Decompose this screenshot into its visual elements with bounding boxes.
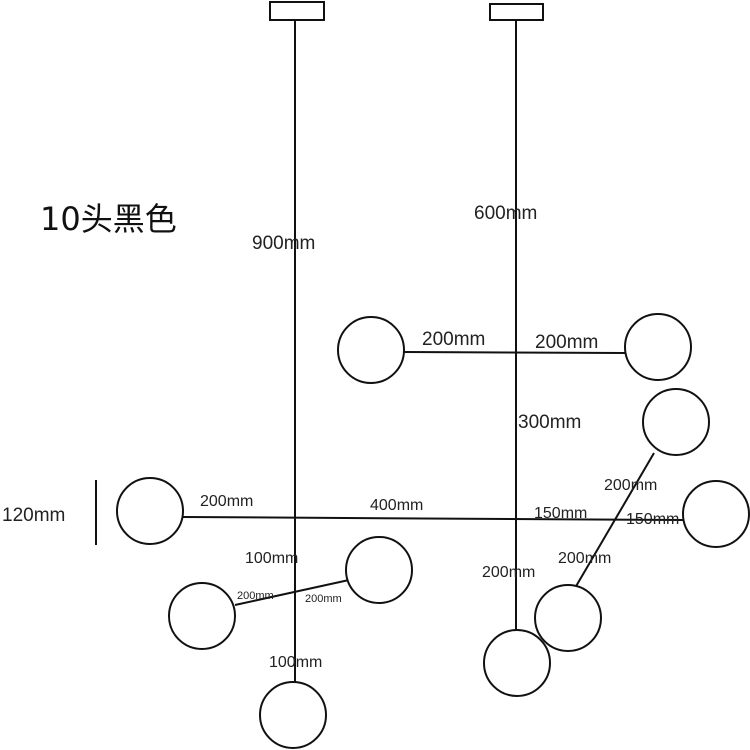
label-arm-upper-left: 200mm [422,329,485,350]
label-far-right: 150mm [626,511,679,528]
arm-main [182,516,684,521]
label-main-right: 150mm [534,505,587,522]
globe-far-right [682,480,750,548]
label-main-left: 200mm [200,493,253,510]
globe-upper-left [337,316,405,384]
globe-diagonal-bottom [534,584,602,652]
arm-diagonal [574,452,655,589]
label-arm-upper-right: 200mm [535,332,598,353]
label-diag-upper: 200mm [604,477,657,494]
globe-small-right [345,536,413,604]
globe-left-rod-bottom [259,681,327,749]
arm-upper [403,351,626,354]
label-right-drop-200: 200mm [482,564,535,581]
label-left-drop-lower: 100mm [269,654,322,671]
label-small-arm-right: 200mm [305,593,342,605]
label-drop-300: 300mm [518,412,581,433]
globe-upper-right [624,313,692,381]
label-rod-left: 900mm [252,233,315,254]
label-diag-lower: 200mm [558,550,611,567]
label-rod-right: 600mm [474,203,537,224]
page-title: 10头黑色 [40,200,177,238]
label-left-drop-upper: 100mm [245,550,298,567]
label-bar-height: 120mm [2,505,65,526]
canopy-right [489,3,544,21]
canopy-left [269,1,325,21]
arm-small [234,579,350,606]
label-main-middle: 400mm [370,497,423,514]
globe-right-top [642,388,710,456]
globe-small-left [168,582,236,650]
label-small-arm-left: 200mm [237,590,274,602]
globe-right-rod-bottom [483,629,551,697]
globe-main-left [116,477,184,545]
